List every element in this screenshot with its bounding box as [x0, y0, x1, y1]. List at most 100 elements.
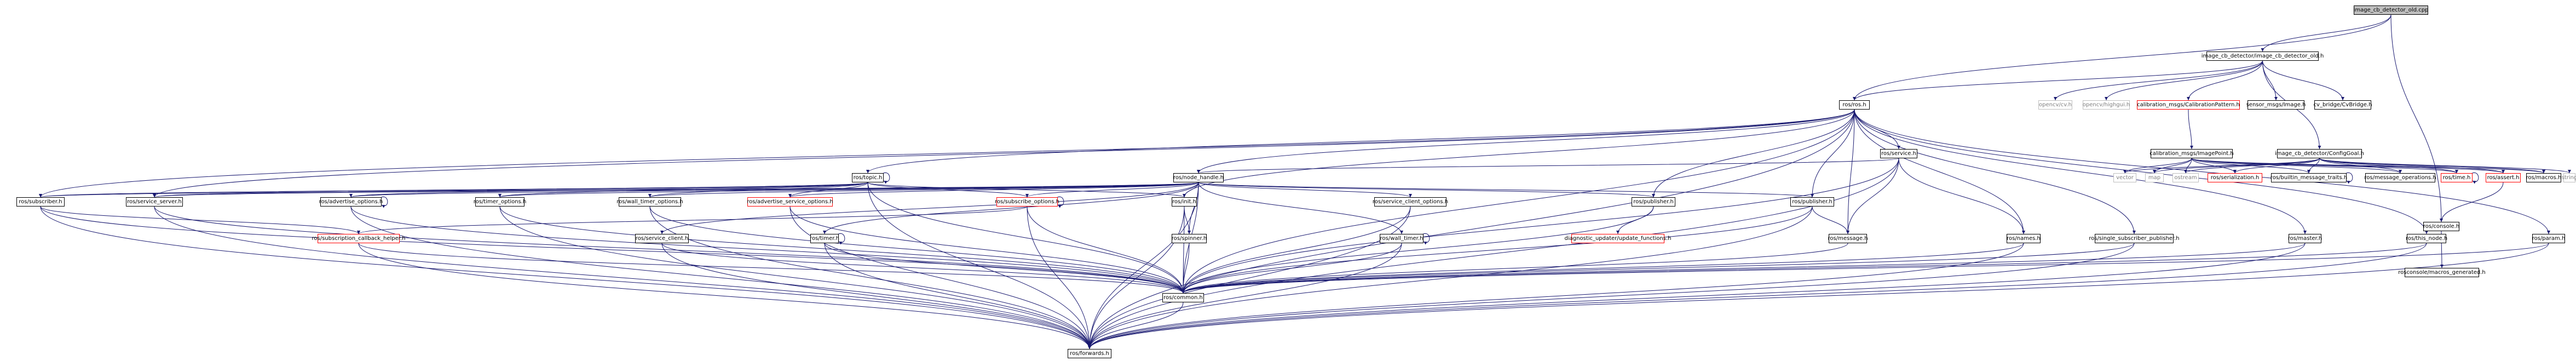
node-ros-this-node-h[interactable]: ros/this_node.h: [2406, 234, 2447, 243]
edge-ros_h-to-single_sub_pub: [1854, 109, 2136, 234]
node-configgoal-h[interactable]: image_cb_detector/ConfigGoal.h: [2275, 149, 2364, 158]
edge-subscribe_opts-to-subscribe_opts: [1055, 197, 1064, 208]
edge-node_handle-to-publisher2: [1198, 182, 1814, 198]
node-calibration-pattern-h[interactable]: calibration_msgs/CalibrationPattern.h: [2137, 100, 2240, 110]
node-ros-service-client-options-h[interactable]: ros/service_client_options.h: [1373, 197, 1448, 207]
node-ros-service-client-h[interactable]: ros/service_client.h: [635, 234, 689, 243]
edge-service-to-names: [1898, 158, 2025, 234]
edge-time-to-time: [2470, 173, 2479, 184]
edge-timer-to-timer: [836, 233, 845, 245]
edge-ros_h-to-common: [1182, 109, 1855, 294]
node-image_cb_detector_old-h[interactable]: image_cb_detector/image_cb_detector_old.…: [2202, 51, 2324, 61]
edge-advertise_opts-to-forwards: [350, 206, 1091, 349]
edge-publisher2-to-common: [1182, 206, 1813, 294]
edge-builtin_traits-to-builtin_traits: [2344, 173, 2353, 184]
node-ros-timer-options-h[interactable]: ros/timer_options.h: [474, 197, 526, 207]
node-ostream: ostream: [2172, 173, 2199, 182]
edge-wall_timer-to-forwards: [1088, 243, 1402, 349]
edge-service-to-common: [1182, 158, 1899, 294]
node-ros-advertise-service-options-h[interactable]: ros/advertise_service_options.h: [747, 197, 833, 207]
node-ros-serialization-h[interactable]: ros/serialization.h: [2208, 173, 2262, 182]
edge-config_goal-to-time: [2319, 158, 2458, 174]
node-ros-ros-h[interactable]: ros/ros.h: [1839, 100, 1870, 110]
edge-spinner-to-common: [1182, 243, 1190, 294]
node-ros-spinner-h[interactable]: ros/spinner.h: [1172, 234, 1207, 243]
edge-publisher1-to-common: [1182, 206, 1654, 294]
edge-service-to-node_handle: [1197, 158, 1899, 174]
edge-node_handle-to-adv_service_opts: [788, 182, 1199, 198]
node-string: string: [2562, 173, 2576, 182]
node-ros-single-subscriber-publisher-h[interactable]: ros/single_subscriber_publisher.h: [2089, 234, 2180, 243]
node-ros-subscriber-h[interactable]: ros/subscriber.h: [16, 197, 65, 207]
edge-names-to-forwards: [1088, 243, 2024, 349]
edge-service_client_opts-to-forwards: [1088, 206, 1411, 349]
node-ros-wall-timer-options-h[interactable]: ros/wall_timer_options.h: [616, 197, 683, 207]
edge-node_handle-to-service_client_opts: [1198, 182, 1412, 198]
edge-timer_opts-to-common: [499, 206, 1185, 294]
edge-topic-to-common: [867, 182, 1185, 294]
node-calibration-imagepoint-h[interactable]: calibration_msgs/ImagePoint.h: [2149, 149, 2234, 158]
node-ros-topic-h[interactable]: ros/topic.h: [852, 173, 884, 182]
node-vector: vector: [2113, 173, 2136, 182]
node-ros-builtin-message-traits-h[interactable]: ros/builtin_message_traits.h: [2270, 173, 2347, 182]
node-ros-message-h[interactable]: ros/message.h: [1828, 234, 1868, 243]
node-rosconsole-macros-generated-h[interactable]: rosconsole/macros_generated.h: [2398, 268, 2486, 277]
edge-node_handle-to-wall_timer: [1198, 182, 1403, 234]
edge-adv_service_opts-to-common: [789, 206, 1185, 294]
edge-sub_cb_helper-to-forwards: [358, 243, 1091, 349]
edge-config_goal-to-builtin_traits: [2307, 158, 2320, 174]
node-ros-names-h[interactable]: ros/names.h: [2007, 234, 2041, 243]
edge-img_point-to-msg_ops: [2191, 158, 2402, 174]
node-ros-service-server-h[interactable]: ros/service_server.h: [126, 197, 183, 207]
node-ros-master-h[interactable]: ros/master.h: [2288, 234, 2322, 243]
edge-service-to-message: [1846, 158, 1899, 234]
edge-sub_cb_helper-to-common: [358, 243, 1185, 294]
edge-timer-to-forwards: [824, 243, 1091, 349]
edge-ros_h-to-publisher1: [1652, 109, 1855, 198]
node-ros-timer-h[interactable]: ros/timer.h: [810, 234, 839, 243]
edge-calib_pattern-to-img_point: [2188, 109, 2193, 150]
edge-root-to-console: [2390, 14, 2443, 222]
node-ros-publisher-h-1[interactable]: ros/publisher.h: [1632, 197, 1675, 207]
edge-publisher1-to-diag_updater: [1616, 206, 1654, 234]
node-ros-wall-timer-h[interactable]: ros/wall_timer.h: [1380, 234, 1424, 243]
node-ros-time-h[interactable]: ros/time.h: [2441, 173, 2473, 182]
edge-hdr_old-to-sensor_image: [2262, 60, 2278, 101]
node-opencv-highgui-h: opencv/highgui.h: [2083, 100, 2130, 110]
node-ros-assert-h[interactable]: ros/assert.h: [2486, 173, 2521, 182]
edge-names-to-common: [1182, 243, 2024, 294]
node-ros-init-h[interactable]: ros/init.h: [1172, 197, 1197, 207]
edge-service_server-to-forwards: [154, 206, 1091, 349]
edge-node_handle-to-wall_timer_opts: [648, 182, 1199, 198]
node-diagnostic-updater-update-functions-h[interactable]: diagnostic_updater/update_functions.h: [1565, 234, 1672, 243]
node-ros-common-h[interactable]: ros/common.h: [1162, 293, 1204, 302]
node-ros-subscription-callback-helper-h[interactable]: ros/subscription_callback_helper.h: [312, 234, 406, 243]
edge-common-to-forwards: [1088, 302, 1184, 349]
node-ros-console-h[interactable]: ros/console.h: [2423, 222, 2459, 231]
node-ros-macros-h[interactable]: ros/macros.h: [2526, 173, 2561, 182]
edge-hdr_old-to-highgui: [2105, 60, 2263, 101]
edge-publisher2-to-forwards: [1088, 206, 1813, 349]
edge-root-to-ros_h: [1853, 14, 2391, 101]
node-ros-forwards-h[interactable]: ros/forwards.h: [1068, 349, 1111, 358]
edge-subscriber-to-sub_cb_helper: [40, 206, 360, 234]
edge-this_node-to-forwards: [1088, 243, 2427, 349]
edge-img_point-to-macros: [2191, 158, 2545, 174]
node-ros-node-handle-h[interactable]: ros/node_handle.h: [1173, 173, 1224, 182]
edge-node_handle-to-publisher1: [1198, 182, 1655, 198]
node-ros-param-h[interactable]: ros/param.h: [2532, 234, 2565, 243]
edge-root-to-hdr_old: [2261, 14, 2391, 52]
node-ros-subscribe-options-h[interactable]: ros/subscribe_options.h: [995, 197, 1059, 207]
edge-ros_h-to-message: [1846, 109, 1855, 234]
edge-config_goal-to-serialization: [2233, 158, 2320, 174]
node-ros-message-operations-h[interactable]: ros/message_operations.h: [2364, 173, 2436, 182]
node-ros-service-h[interactable]: ros/service.h: [1880, 149, 1917, 158]
node-ros-publisher-h-2[interactable]: ros/publisher.h: [1790, 197, 1834, 207]
node-sensor-msgs-image-h[interactable]: sensor_msgs/Image.h: [2246, 100, 2306, 110]
edge-advertise_opts-to-advertise_opts: [379, 197, 388, 208]
node-cv-bridge-h[interactable]: cv_bridge/CvBridge.h: [2314, 100, 2372, 110]
edge-service_client_opts-to-common: [1182, 206, 1411, 294]
edge-this_node-to-common: [1182, 243, 2427, 294]
node-ros-advertise-options-h[interactable]: ros/advertise_options.h: [319, 197, 383, 207]
